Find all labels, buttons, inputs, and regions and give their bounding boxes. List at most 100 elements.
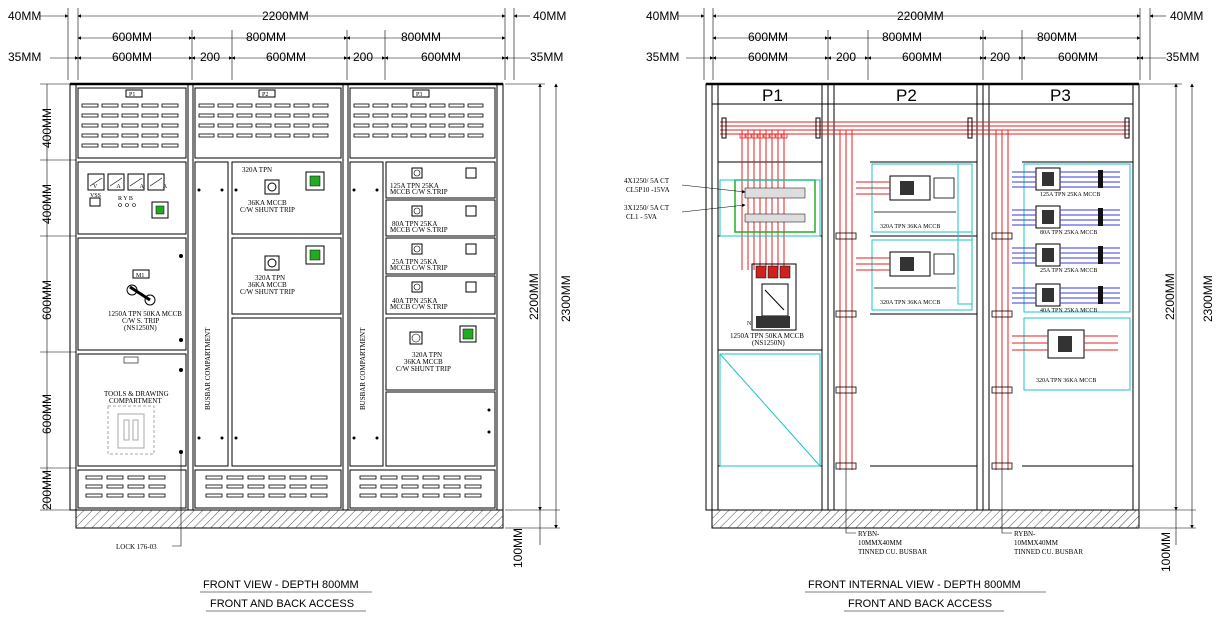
busbar-clamp: [835, 386, 857, 394]
incomer-mccb-icon: [751, 263, 797, 331]
dim-2300mm: 2300MM: [1201, 275, 1215, 322]
louvre-slot: [121, 103, 139, 108]
louvre-slot: [198, 113, 215, 118]
p3-f1-l1: 125A TPN 25KA: [390, 182, 439, 190]
busbar-joint: [739, 133, 746, 139]
louvre-slot: [255, 113, 272, 118]
louvre-slot: [464, 475, 482, 480]
louvre-slot: [161, 103, 179, 108]
p3-f2-l1: 80A TPN 25KA: [392, 220, 437, 228]
busbar-joint: [745, 133, 752, 139]
dim-400mm: 400MM: [40, 184, 54, 224]
busbar-clamp: [991, 232, 1013, 240]
dim-600mm: 600MM: [748, 30, 788, 44]
terminal-block-icon: [933, 253, 955, 275]
busbar1-l2: 10MMX40MM: [858, 539, 903, 547]
louvre-slot: [226, 484, 244, 489]
louvre-slot: [161, 133, 179, 138]
louvre-slot: [161, 113, 179, 118]
louvre-slot: [310, 475, 328, 480]
busbar-compartment-label: BUSBAR COMPARTMENT: [204, 327, 212, 410]
louvre-slot: [148, 493, 166, 498]
louvre-slot: [467, 103, 484, 108]
louvre-slot: [372, 113, 389, 118]
louvre-slot: [217, 133, 234, 138]
mccb-icon: [1047, 329, 1085, 359]
louvre-slot: [141, 143, 159, 148]
louvre-slot: [372, 133, 389, 138]
louvre-slot: [391, 103, 408, 108]
mccb-handle-icon: [1042, 288, 1054, 302]
p3-f3-l1: 25A TPN 25KA: [392, 258, 437, 266]
louvre-slot: [141, 133, 159, 138]
louvre-slot: [443, 475, 461, 480]
louvre-slot: [401, 484, 419, 489]
busbar-clamp: [835, 232, 857, 240]
dim-100mm: 100MM: [511, 528, 525, 568]
louvre-slot: [81, 123, 99, 128]
mccb-handle-icon: [1042, 210, 1054, 224]
louvre-slot: [380, 475, 398, 480]
louvre-slot: [274, 103, 291, 108]
louvre-slot: [293, 123, 310, 128]
louvre-slot: [85, 475, 103, 480]
incomer-label-1: 1250A TPN 50KA MCCB: [108, 310, 182, 318]
lock-label: LOCK 176-03: [116, 543, 157, 551]
louvre-slot: [380, 484, 398, 489]
louvre-slot: [255, 103, 272, 108]
dim-800mm: 800MM: [882, 30, 922, 44]
louvre-slot: [121, 113, 139, 118]
p2-feeder2-l1: 320A TPN: [255, 274, 285, 282]
dim-200: 200: [836, 50, 856, 64]
mccb-handle-icon: [900, 181, 914, 195]
dim-400mm: 400MM: [40, 108, 54, 148]
louvre-slot: [310, 493, 328, 498]
louvre-slot: [353, 113, 370, 118]
louvre-slot: [448, 113, 465, 118]
louvre-slot: [268, 475, 286, 480]
busbar-clamp: [991, 310, 1013, 318]
louvre-slot: [141, 123, 159, 128]
front-view-title: FRONT VIEW - DEPTH 800MM: [203, 579, 359, 591]
louvre-slot: [372, 123, 389, 128]
m1-label: M1: [136, 273, 144, 279]
terminal-block-icon: [1098, 286, 1103, 304]
louvre-slot: [217, 103, 234, 108]
ct2-label-1: 3X1250/ 5A CT: [624, 204, 670, 212]
panel-tag-p3: P3: [416, 92, 422, 98]
louvre-slot: [274, 123, 291, 128]
dim-2200mm: 2200MM: [527, 273, 541, 320]
louvre-slot: [205, 484, 223, 489]
louvre-slot: [236, 123, 253, 128]
dim-2300mm: 2300MM: [559, 275, 573, 322]
louvre-slot: [289, 493, 307, 498]
louvre-slot: [410, 113, 427, 118]
internal-plinth-hatch: [711, 509, 1140, 529]
dim-200: 200: [353, 50, 373, 64]
busbar2-l2: 10MMX40MM: [1014, 539, 1059, 547]
mccb-handle-icon: [264, 179, 280, 271]
p3-f2-label: 80A TPN 25KA MCCB: [1040, 230, 1097, 236]
louvre-slot: [247, 484, 265, 489]
internal-view-title: FRONT INTERNAL VIEW - DEPTH 800MM: [808, 579, 1021, 591]
louvre-slot: [274, 133, 291, 138]
internal-panel-p1: P1: [762, 86, 783, 105]
panel-tag-p1: P1: [129, 92, 135, 98]
busbar-joint: [769, 133, 776, 139]
louvre-slot: [401, 475, 419, 480]
mccb-icon: [1035, 283, 1061, 307]
front-cabinet-outline: [69, 83, 504, 511]
p3-f3-l2: MCCB C/W S.TRIP: [390, 264, 448, 272]
louvre-slot: [81, 103, 99, 108]
louvre-slot: [226, 493, 244, 498]
dim-600mm: 600MM: [40, 280, 54, 320]
front-view: 40MM 2200MM 40MM 600MM 800MM 800MM 35MM …: [8, 8, 573, 612]
louvre-slot: [101, 103, 119, 108]
louvre-slot: [429, 123, 446, 128]
dim-left-40mm: 40MM: [8, 9, 41, 23]
busbar-compartment-label: BUSBAR COMPARTMENT: [359, 327, 367, 410]
p3-f5-l2: 36KA MCCB: [404, 358, 443, 366]
louvre-slot: [161, 123, 179, 128]
p1-compartments: V A A A VSS R Y B M1 1250A TPN 50KA MCCB…: [77, 161, 187, 467]
